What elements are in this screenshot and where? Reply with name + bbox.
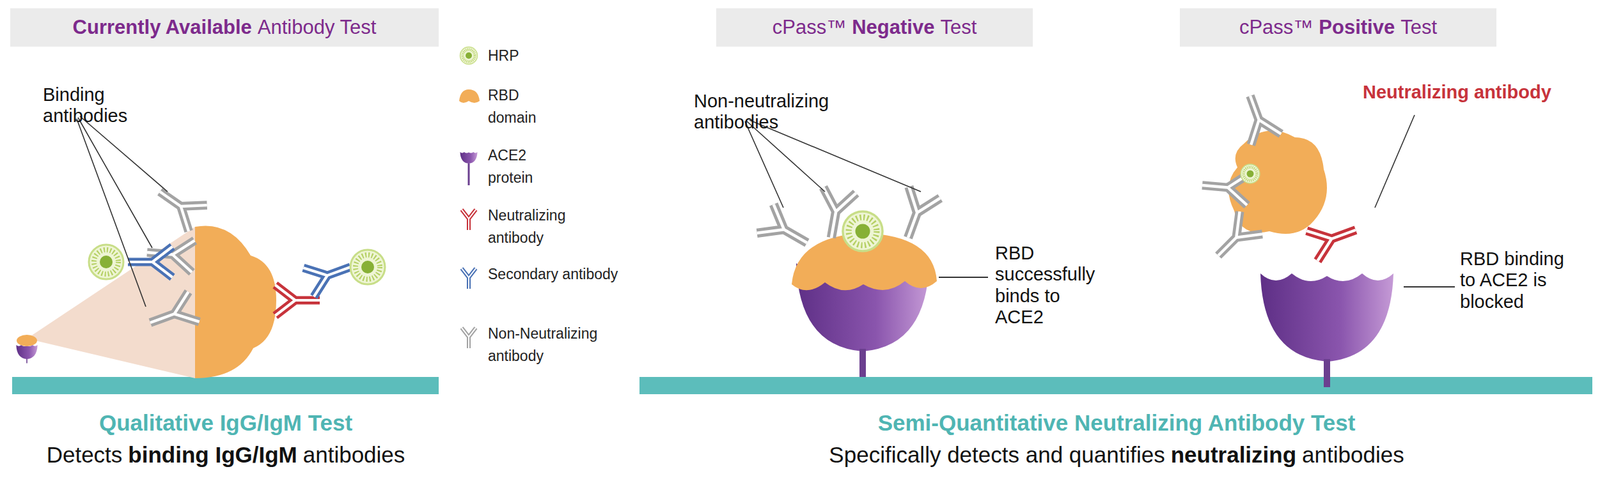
caption-text: neutralizing [1170,442,1297,469]
leader-line [938,276,989,279]
caption-text: binding IgG/IgM [127,442,297,469]
header-text: Positive [1318,15,1395,40]
legend-text: HRP [487,44,616,68]
header-text: Test [940,15,977,40]
caption-row: Detectsbinding IgG/IgMantibodies [46,442,406,469]
header-text: cPass™ [1239,15,1313,40]
legend-text: Non-Neutralizing antibody [487,322,626,368]
legend-text: RBD domain [487,84,546,130]
legend-text: Secondary antibody [487,263,623,286]
callout-label: RBD successfully binds to ACE2 [995,243,1111,329]
caption-text: Specifically detects and quantifies [828,442,1165,469]
caption-row: Qualitative IgG/IgM Test [99,410,353,437]
caption-row: Semi-Quantitative Neutralizing Antibody … [878,410,1356,437]
legend-text: ACE2 protein [487,144,546,190]
leader-line [745,120,921,208]
caption-text: antibodies [303,442,406,469]
header-text: Antibody Test [257,15,377,40]
zoom-cone [26,227,196,379]
caption-text: antibodies [1301,442,1405,469]
header-band: cPass™PositiveTest [1179,8,1497,47]
ground-bar [12,377,439,395]
leader-line [76,116,168,307]
header-text: Negative [851,15,935,40]
caption-text: Detects [46,442,123,469]
header-band: Currently AvailableAntibody Test [10,8,439,47]
caption-text: Semi-Quantitative Neutralizing Antibody … [878,410,1356,437]
header-text: Test [1400,15,1437,40]
header-text: Currently Available [72,15,252,40]
callout-label: Non-neutralizing antibodies [693,90,867,134]
small-ace2 [15,345,38,364]
callout-label: Neutralizing antibody [1362,81,1593,103]
callout-label: Binding antibodies [42,84,146,128]
ground-bar [639,377,1593,395]
leader-line [1403,286,1455,288]
caption-row: Specifically detects and quantifiesneutr… [828,442,1404,469]
leader-line [1374,115,1415,208]
header-band: cPass™NegativeTest [716,8,1033,47]
header-text: cPass™ [772,15,847,40]
callout-label: RBD binding to ACE2 is blocked [1459,248,1585,313]
caption-text: Qualitative IgG/IgM Test [99,410,353,437]
legend-text: Neutralizing antibody [487,204,623,250]
rbd-domain [195,225,277,379]
